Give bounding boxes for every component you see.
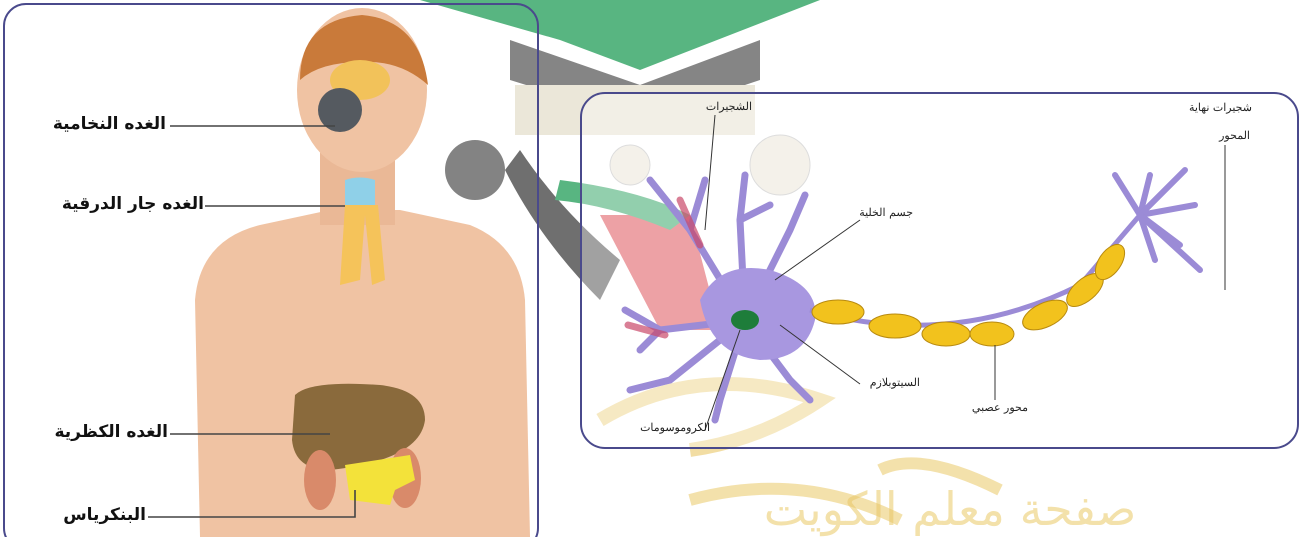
label-cell-body: جسم الخلية xyxy=(835,206,913,219)
myelin-segment-4 xyxy=(970,322,1014,346)
label-pituitary: الغده النخامية xyxy=(36,114,166,134)
label-cytoplasm: السيتوبلازم xyxy=(838,376,920,389)
human-figure xyxy=(195,8,530,537)
label-liver: الغده الكظرية xyxy=(36,422,168,442)
myelin-segment-1 xyxy=(812,300,864,324)
label-axon-terminals-top: شجيرات نهاية xyxy=(1180,101,1252,114)
body-panel xyxy=(4,4,538,537)
label-thyroid: الغده جار الدرقية xyxy=(22,194,204,214)
label-pancreas: البنكرياس xyxy=(40,505,146,525)
dendrite-circle-right xyxy=(750,135,810,195)
label-axon-terminals-bottom: المحور xyxy=(1200,129,1250,142)
label-chromosomes: الكروموسومات xyxy=(620,421,710,434)
myelin-segment-2 xyxy=(869,314,921,338)
dendrite-circle-left xyxy=(610,145,650,185)
watermark-text: صفحة معلم الكويت xyxy=(764,482,1137,537)
watermark-head-gray xyxy=(445,140,505,200)
thyroid xyxy=(345,178,375,209)
myelin-segment-3 xyxy=(922,322,970,346)
nucleus xyxy=(731,310,759,330)
label-axon: محور عصبي xyxy=(958,401,1028,414)
kidney-left xyxy=(304,450,336,510)
label-dendrites: الشجيرات xyxy=(682,100,752,113)
neuron-panel xyxy=(581,93,1298,448)
neuron-panel-frame xyxy=(581,93,1298,448)
